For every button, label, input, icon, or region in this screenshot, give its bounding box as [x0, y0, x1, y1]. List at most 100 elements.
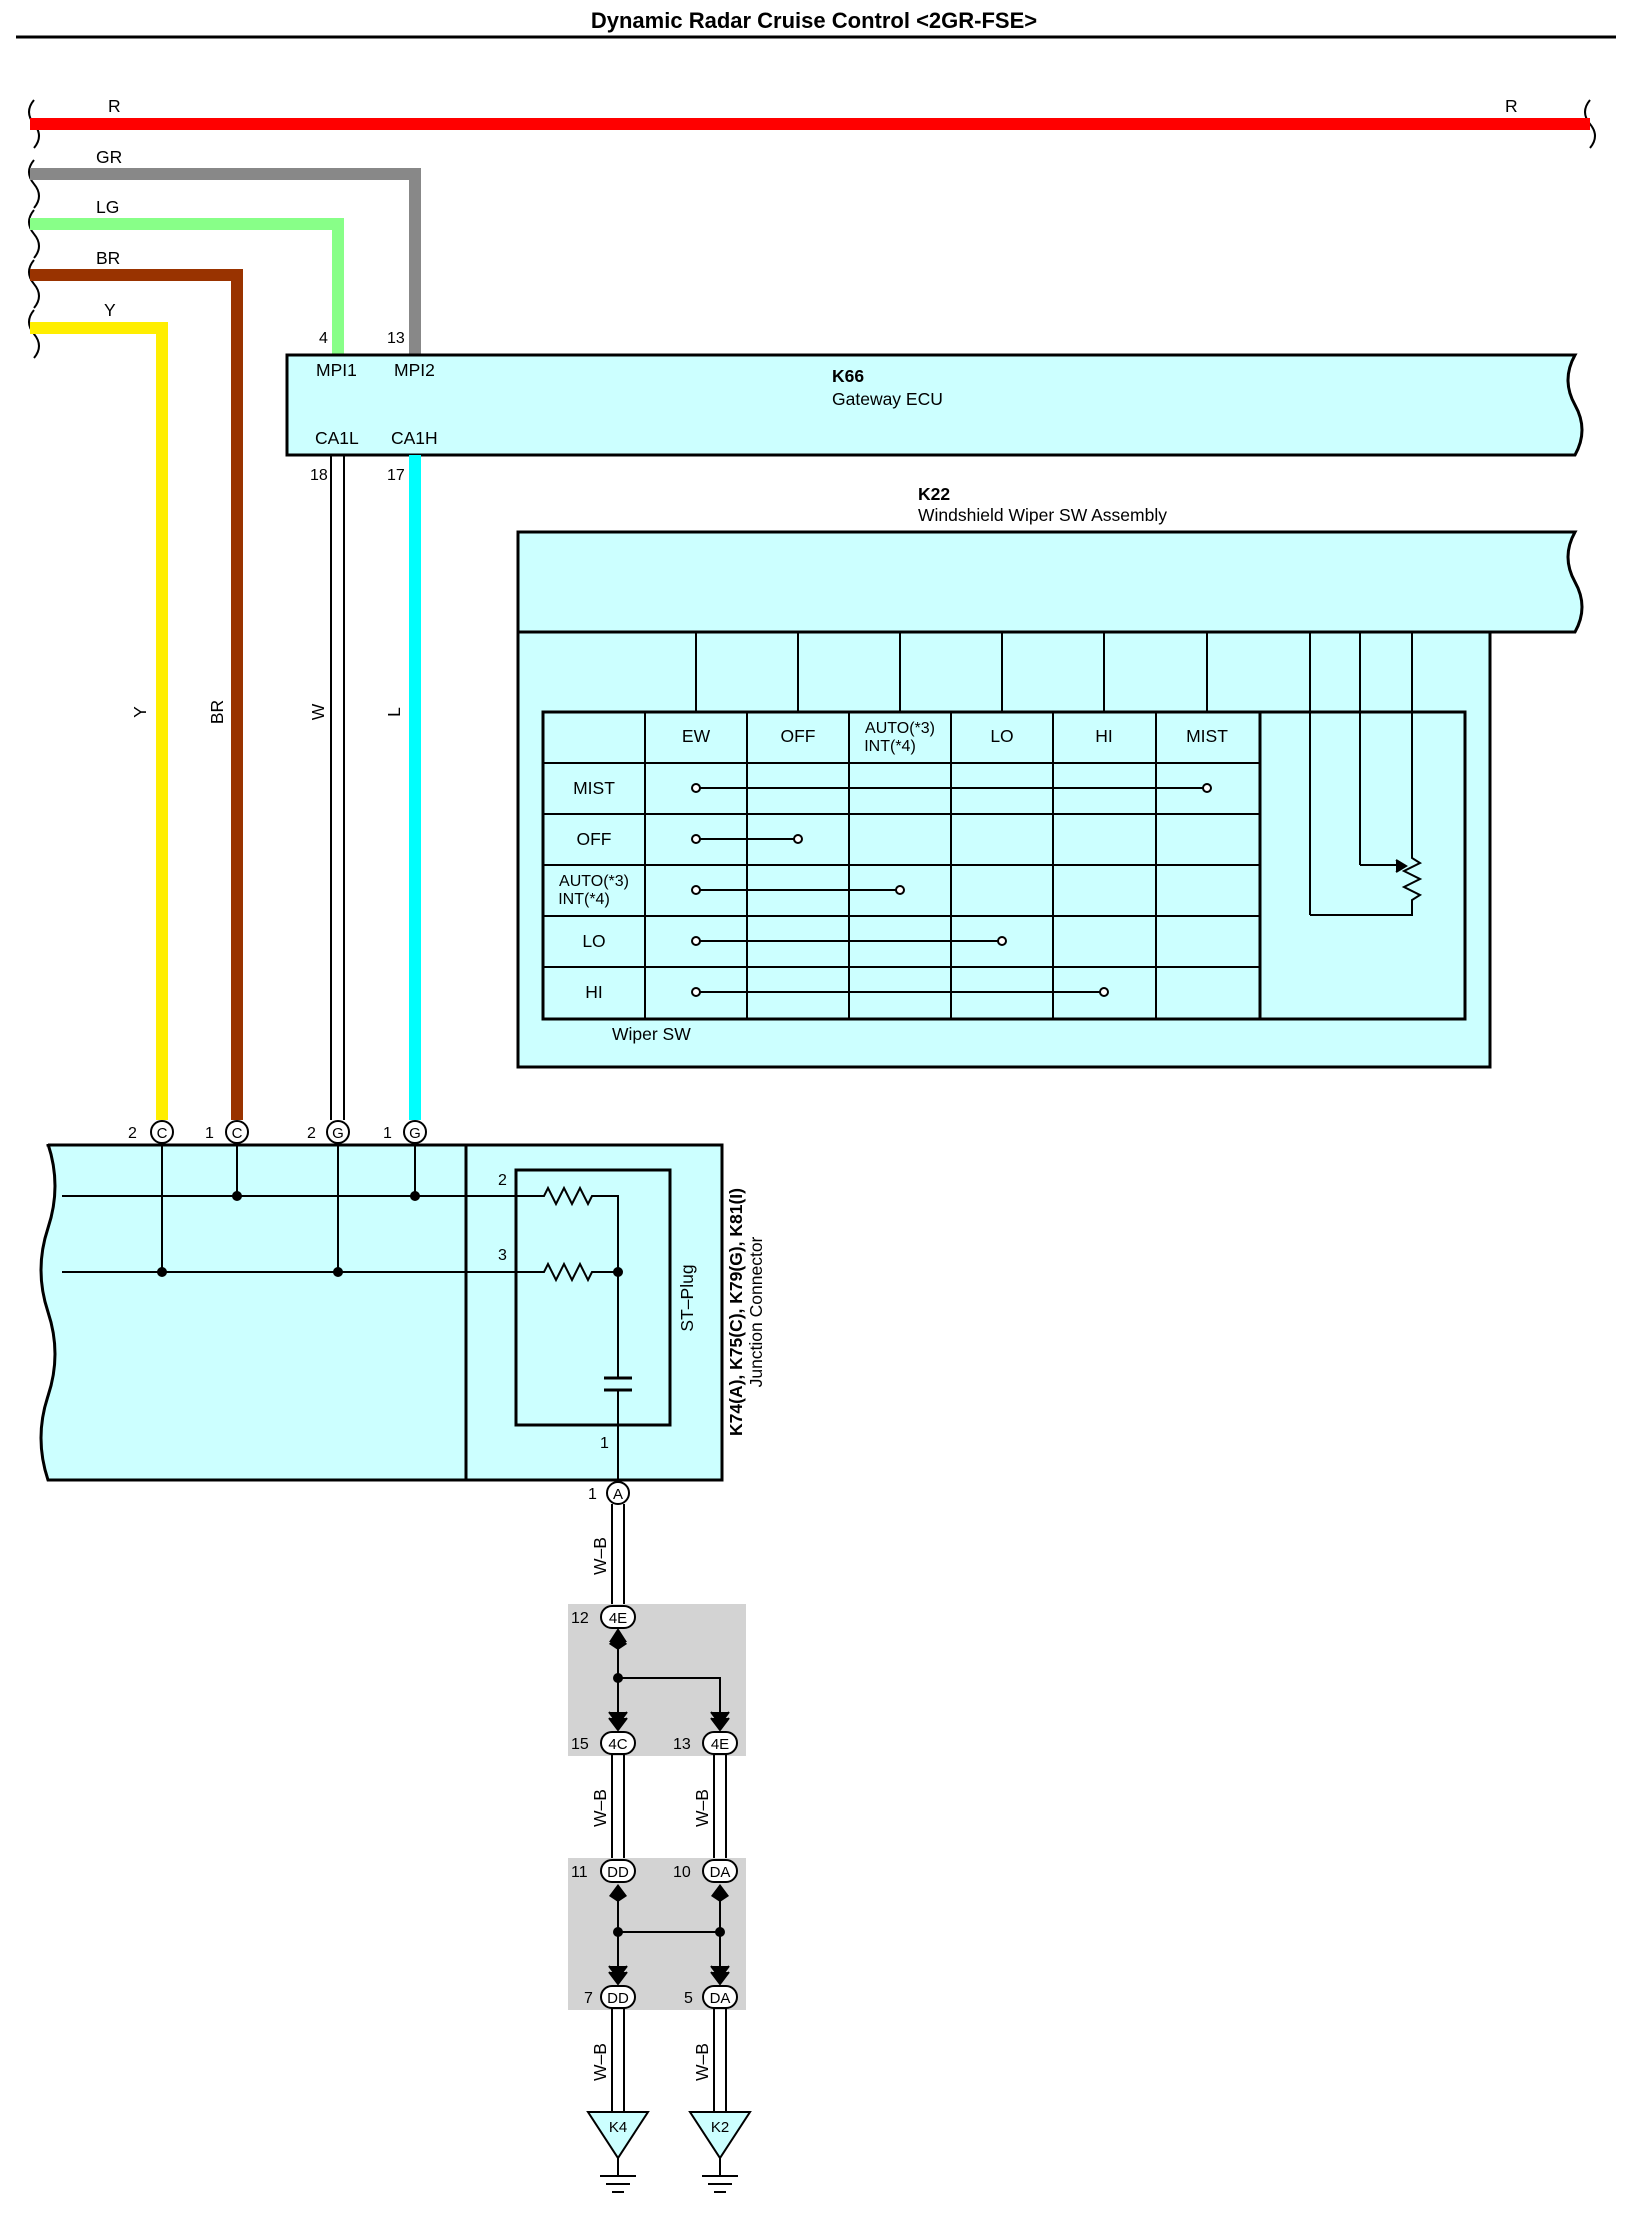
wire-r-label-left: R [108, 96, 121, 116]
junction-pin-2: 1 [205, 1125, 214, 1142]
splice-bottom-node-1 [613, 1927, 623, 1937]
wire-r: R R [30, 96, 1590, 130]
wiper-row-int: INT(*4) [558, 891, 610, 908]
wiper-name: Windshield Wiper SW Assembly [918, 505, 1167, 525]
splice-top-in-arrow [609, 1632, 627, 1650]
junction-conn-1: C [157, 1125, 168, 1142]
wiper-table-grid [543, 712, 1262, 1019]
wire-y-line [30, 322, 168, 1120]
st-plug-label: ST–Plug [677, 1264, 697, 1331]
splice-bottom-out1-arrow [608, 1965, 628, 1986]
wire-br: BR BR [30, 248, 243, 1120]
splice-bottom-out2-label: DA [710, 1990, 731, 2007]
junction-bottom-conn: A [613, 1486, 623, 1503]
wiper-header-box [516, 530, 1584, 634]
wire-br-vertical-label: BR [207, 700, 227, 724]
splice-bottom-in1-num: 11 [571, 1864, 588, 1881]
junction-top-connectors: C C G G 2 1 2 1 [128, 1120, 427, 1144]
splice-bottom-in1-label: DD [607, 1864, 629, 1881]
wiper-variable-resistor [1310, 838, 1423, 916]
splice-top-in-num: 12 [571, 1610, 589, 1627]
wire-lg-label: LG [96, 197, 119, 217]
wire-wb-middle [611, 1754, 727, 1862]
junction-box [39, 1143, 724, 1482]
splice-bottom-out2-num: 5 [684, 1990, 693, 2007]
wire-lg-line [30, 218, 344, 355]
wiper-col-auto: AUTO(*3) [865, 720, 935, 737]
splice-top-bg [568, 1604, 746, 1756]
wiper-row-lo: LO [582, 931, 605, 951]
gateway-ecu: K66 Gateway ECU 4 13 MPI1 MPI2 CA1L CA1H… [285, 330, 1584, 484]
junction-pin-1: 2 [128, 1125, 137, 1142]
splice-top-out1-label: 4C [608, 1736, 627, 1753]
gateway-ecu-name: Gateway ECU [832, 389, 943, 409]
wiper-switch-assembly: K22 Windshield Wiper SW Assembly [516, 484, 1584, 1069]
wiper-row-auto: AUTO(*3) [559, 873, 629, 890]
ground-k2-triangle [688, 2111, 752, 2160]
wire-r-label-right: R [1505, 96, 1518, 116]
wire-l: L [384, 455, 421, 1120]
splice-top-out2-label: 4E [711, 1736, 729, 1753]
wire-wb-label-4: W–B [590, 2043, 610, 2081]
wire-br-label: BR [96, 248, 120, 268]
gateway-pin-mpi1: 4 [319, 330, 328, 347]
splice-bottom-in1-conn [600, 1859, 636, 1883]
st-plug-pin-2: 2 [498, 1172, 507, 1189]
wire-wb-ground [611, 2008, 727, 2112]
junction-pin-3: 2 [307, 1125, 316, 1142]
ground-k2-label: K2 [711, 2119, 729, 2136]
wire-y: Y Y [30, 300, 168, 1120]
splice-top-wiring [617, 1648, 721, 1720]
splice-top-out1-conn [600, 1731, 636, 1755]
splice-bottom-out2-conn [702, 1985, 738, 2009]
wire-l-vertical-label: L [384, 707, 404, 717]
wiper-col-ew: EW [682, 726, 711, 746]
ground-k4-symbol [600, 2158, 636, 2193]
wiper-col-lo: LO [990, 726, 1013, 746]
wire-wb-main [611, 1504, 625, 1606]
gateway-label-ca1l: CA1L [315, 428, 359, 448]
junction-conn-3: G [332, 1125, 344, 1142]
st-plug-pin-1: 1 [600, 1435, 609, 1452]
wire-wb-label-3: W–B [692, 1789, 712, 1827]
splice-bottom-in1-arrow [609, 1884, 627, 1902]
wiper-col-int: INT(*4) [864, 738, 916, 755]
junction-bottom-connector [606, 1481, 630, 1505]
splice-bottom-out2-arrow [710, 1965, 730, 1986]
splice-bottom-in2-arrow [711, 1884, 729, 1902]
wiper-col-off: OFF [781, 726, 816, 746]
gateway-pin-ca1l: 18 [310, 467, 328, 484]
junction-internal-wiring [62, 1143, 540, 1273]
wiper-table-label: Wiper SW [612, 1024, 691, 1044]
splice-bottom-node-2 [715, 1927, 725, 1937]
ground-k2-symbol [702, 2158, 738, 2193]
wire-gr-label: GR [96, 147, 122, 167]
wire-y-vertical-label: Y [130, 706, 150, 718]
wire-y-label: Y [104, 300, 116, 320]
gateway-pin-ca1h: 17 [387, 467, 405, 484]
wire-w: W [308, 455, 345, 1120]
wire-gr-line [30, 168, 421, 355]
wire-wb-label-1: W–B [590, 1537, 610, 1575]
gateway-ecu-box [285, 353, 1584, 457]
ground-k4: K4 [586, 2111, 650, 2193]
wire-wb-label-5: W–B [692, 2043, 712, 2081]
splice-top-out2-num: 13 [673, 1736, 691, 1753]
splice-bottom-in2-conn [702, 1859, 738, 1883]
st-plug-box [514, 1168, 672, 1427]
ground-k4-triangle [586, 2111, 650, 2160]
wiper-col-mist: MIST [1186, 726, 1228, 746]
st-plug-circuit [540, 1185, 632, 1484]
junction-connector: C C G G 2 1 2 1 [39, 1120, 766, 1505]
wiper-connection-bars [691, 783, 1212, 997]
wire-w-vertical-label: W [308, 703, 328, 720]
splice-top-out2-conn [702, 1731, 738, 1755]
st-plug-node [613, 1267, 623, 1277]
gateway-pin-mpi2: 13 [387, 330, 405, 347]
splice-bottom-out1-num: 7 [584, 1990, 593, 2007]
junction-codes: K74(A), K75(C), K79(G), K81(I) [726, 1188, 746, 1436]
splice-bottom-in2-num: 10 [673, 1864, 691, 1881]
splice-top-out1-num: 15 [571, 1736, 589, 1753]
junction-nodes [157, 1191, 420, 1277]
